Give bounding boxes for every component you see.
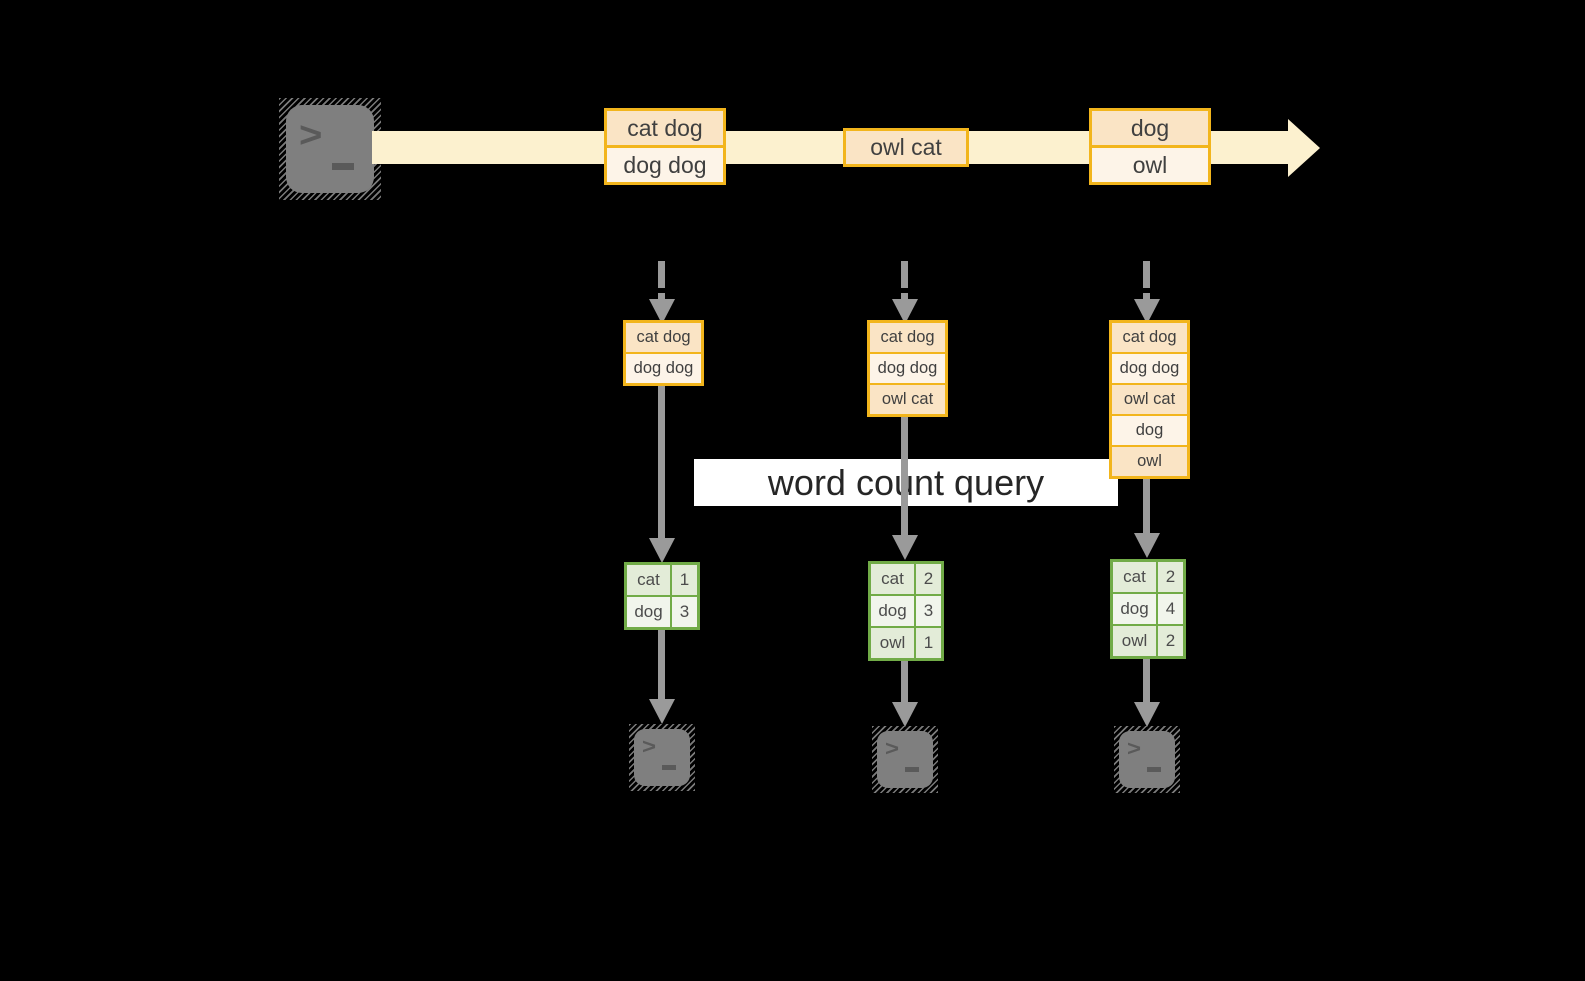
arrowhead-icon (649, 538, 675, 563)
sink-terminal-icon-1: > (629, 724, 695, 791)
dashed-arrow-1 (658, 293, 665, 302)
sink-terminal-icon-3: > (1114, 726, 1180, 793)
dashed-arrow-3 (1143, 293, 1150, 302)
buffered-message: cat dog (626, 323, 701, 352)
buffered-message: owl cat (1112, 385, 1187, 414)
arrowhead-icon (892, 299, 918, 324)
stream-message: dog dog (607, 148, 723, 182)
stream-message: dog (1092, 111, 1208, 145)
terminal-prompt-icon: > (642, 734, 657, 759)
arrow-buffer-to-table-3 (1143, 479, 1150, 534)
buffered-message: dog dog (870, 354, 945, 383)
terminal-cursor-icon (662, 765, 676, 770)
stream-message: cat dog (607, 111, 723, 145)
arrow-table-to-sink-3 (1143, 659, 1150, 703)
terminal-screen: > (634, 729, 690, 786)
word-cell: owl (1113, 626, 1156, 656)
stream-batch-2: owl cat (843, 128, 969, 167)
arrowhead-icon (892, 702, 918, 727)
count-cell: 1 (672, 565, 697, 595)
count-cell: 2 (1158, 626, 1183, 656)
dashed-arrow-3 (1143, 261, 1150, 288)
sink-terminal-icon-2: > (872, 726, 938, 793)
arrowhead-icon (649, 299, 675, 324)
arrow-table-to-sink-1 (658, 630, 665, 700)
count-cell: 3 (672, 597, 697, 627)
buffered-message: owl cat (870, 385, 945, 414)
word-cell: dog (627, 597, 670, 627)
word-cell: cat (1113, 562, 1156, 592)
dashed-arrow-2 (901, 293, 908, 302)
arrow-buffer-to-table-1 (658, 386, 665, 540)
arrowhead-icon (649, 699, 675, 724)
terminal-screen: > (877, 731, 933, 788)
dashed-arrow-2 (901, 261, 908, 288)
arrow-table-to-sink-2 (901, 661, 908, 703)
terminal-cursor-icon (905, 767, 919, 772)
arrowhead-icon (892, 535, 918, 560)
buffered-message: cat dog (870, 323, 945, 352)
stream-arrowhead-icon (1288, 119, 1320, 177)
buffered-message: owl (1112, 447, 1187, 476)
arrowhead-icon (1134, 702, 1160, 727)
count-cell: 1 (916, 628, 941, 658)
count-cell: 2 (916, 564, 941, 594)
dashed-arrow-1 (658, 261, 665, 288)
terminal-screen: > (1119, 731, 1175, 788)
buffered-message: cat dog (1112, 323, 1187, 352)
word-cell: cat (627, 565, 670, 595)
buffered-message: dog dog (1112, 354, 1187, 383)
stream-message: owl cat (846, 131, 966, 164)
terminal-prompt-icon: > (299, 115, 323, 155)
terminal-cursor-icon (1147, 767, 1161, 772)
count-cell: 2 (1158, 562, 1183, 592)
arrow-buffer-to-table-2 (901, 417, 908, 536)
terminal-screen: > (286, 105, 374, 193)
stream-message: owl (1092, 148, 1208, 182)
word-cell: cat (871, 564, 914, 594)
buffered-message: dog (1112, 416, 1187, 445)
count-cell: 3 (916, 596, 941, 626)
arrowhead-icon (1134, 533, 1160, 558)
terminal-prompt-icon: > (885, 736, 900, 761)
terminal-cursor-icon (332, 163, 354, 170)
source-terminal-icon: > (279, 98, 381, 200)
word-cell: dog (1113, 594, 1156, 624)
terminal-prompt-icon: > (1127, 736, 1142, 761)
count-cell: 4 (1158, 594, 1183, 624)
arrowhead-icon (1134, 299, 1160, 324)
buffered-message: dog dog (626, 354, 701, 383)
word-cell: dog (871, 596, 914, 626)
word-cell: owl (871, 628, 914, 658)
